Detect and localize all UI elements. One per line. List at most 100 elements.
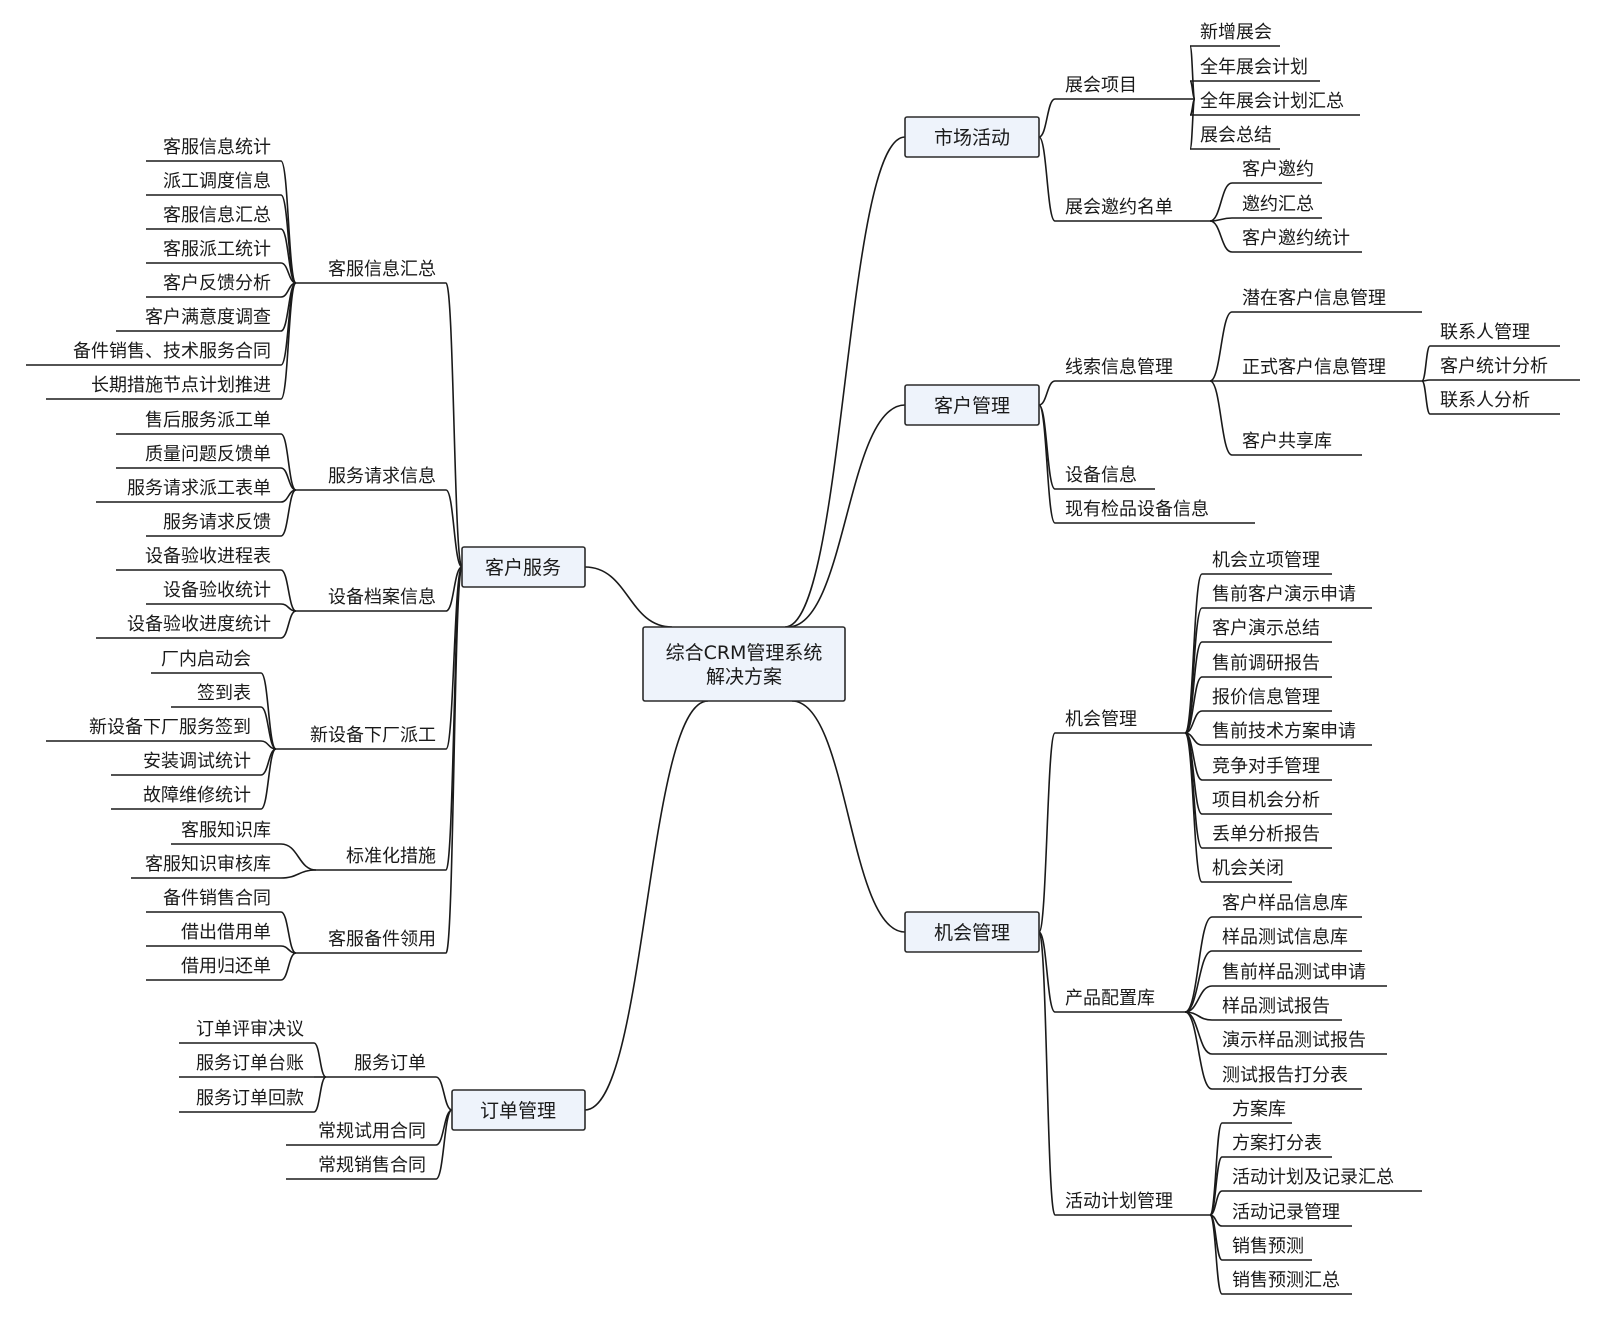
- topic-service-group[interactable]: 标准化措施: [316, 846, 446, 871]
- topic-leaf[interactable]: 服务请求派工表单: [96, 478, 281, 503]
- topic-leaf[interactable]: 机会关闭: [1202, 858, 1292, 883]
- topic-leaf[interactable]: 备件销售、技术服务合同: [26, 341, 281, 366]
- topic-leaf[interactable]: 客户演示总结: [1202, 618, 1332, 643]
- topic-order-group[interactable]: 常规试用合同: [286, 1121, 436, 1146]
- topic-leaf-label: 客服信息统计: [163, 137, 271, 158]
- topic-leaf[interactable]: 邀约汇总: [1232, 194, 1322, 219]
- topic-leaf[interactable]: 样品测试信息库: [1212, 927, 1362, 952]
- topic-leaf[interactable]: 方案打分表: [1222, 1133, 1332, 1158]
- topic-equipment-info[interactable]: 设备信息: [1055, 465, 1155, 490]
- topic-leaf[interactable]: 机会立项管理: [1202, 550, 1332, 575]
- branch-market-activities[interactable]: 市场活动: [904, 116, 1040, 158]
- topic-leaf[interactable]: 销售预测: [1222, 1236, 1312, 1261]
- topic-service-group[interactable]: 客服备件领用: [296, 929, 446, 954]
- topic-opportunity-group[interactable]: 产品配置库: [1055, 988, 1185, 1013]
- topic-leaf[interactable]: 客服知识审核库: [131, 854, 281, 879]
- topic-inspection-equipment-label: 现有检品设备信息: [1065, 499, 1209, 520]
- topic-leaf[interactable]: 客户邀约: [1232, 159, 1322, 184]
- topic-leaf[interactable]: 客户统计分析: [1430, 356, 1580, 381]
- topic-leaf[interactable]: 订单评审决议: [179, 1019, 314, 1044]
- topic-leaf[interactable]: 签到表: [171, 683, 261, 708]
- topic-leaf[interactable]: 厂内启动会: [151, 649, 261, 674]
- topic-leaf[interactable]: 客户邀约统计: [1232, 228, 1362, 253]
- topic-leaf[interactable]: 设备验收统计: [146, 580, 281, 605]
- topic-leaf[interactable]: 设备验收进程表: [116, 546, 281, 571]
- topic-leaf[interactable]: 备件销售合同: [146, 888, 281, 913]
- topic-exhibition-invitations-label: 展会邀约名单: [1065, 197, 1173, 218]
- branch-order-management[interactable]: 订单管理: [451, 1089, 586, 1131]
- connector-line: [280, 610, 297, 639]
- topic-leaf[interactable]: 测试报告打分表: [1212, 1065, 1362, 1090]
- topic-leaf[interactable]: 全年展会计划: [1190, 57, 1320, 82]
- topic-leaf[interactable]: 客户反馈分析: [146, 273, 281, 298]
- topic-leaf[interactable]: 售前调研报告: [1202, 653, 1332, 678]
- topic-exhibition-projects[interactable]: 展会项目: [1055, 75, 1195, 100]
- topic-leaf[interactable]: 联系人分析: [1430, 390, 1560, 415]
- topic-leaf[interactable]: 潜在客户信息管理: [1232, 288, 1422, 313]
- topic-service-group[interactable]: 新设备下厂派工: [276, 725, 446, 750]
- topic-leaf[interactable]: 报价信息管理: [1202, 687, 1332, 712]
- topic-leaf[interactable]: 客服派工统计: [146, 239, 281, 264]
- topic-leaf[interactable]: 售前样品测试申请: [1212, 962, 1387, 987]
- topic-leaf[interactable]: 方案库: [1222, 1099, 1292, 1124]
- topic-exhibition-invitations[interactable]: 展会邀约名单: [1055, 197, 1210, 222]
- topic-leaf[interactable]: 新设备下厂服务签到: [46, 717, 261, 742]
- topic-leaf[interactable]: 丢单分析报告: [1202, 824, 1332, 849]
- topic-leaf[interactable]: 设备验收进度统计: [96, 614, 281, 639]
- topic-leaf[interactable]: 借用归还单: [146, 956, 281, 981]
- topic-leaf[interactable]: 售前技术方案申请: [1202, 721, 1372, 746]
- topic-leaf-label: 客服知识审核库: [145, 854, 271, 875]
- topic-leaf-label: 客户样品信息库: [1222, 893, 1348, 914]
- topic-leaf[interactable]: 故障维修统计: [111, 785, 261, 810]
- topic-leaf-label: 故障维修统计: [143, 785, 251, 806]
- branch-opportunity-management[interactable]: 机会管理: [904, 911, 1040, 953]
- topic-inspection-equipment[interactable]: 现有检品设备信息: [1055, 499, 1255, 524]
- connector-line: [1209, 1214, 1223, 1295]
- connector-line: [313, 1042, 327, 1078]
- connector-line: [280, 194, 297, 284]
- topic-leaf[interactable]: 客服信息统计: [146, 137, 281, 162]
- root-node[interactable]: 综合CRM管理系统 解决方案: [642, 626, 846, 702]
- topic-leaf-label: 活动记录管理: [1232, 1202, 1340, 1223]
- topic-leaf[interactable]: 演示样品测试报告: [1212, 1030, 1387, 1055]
- topic-leaf[interactable]: 项目机会分析: [1202, 790, 1332, 815]
- branch-customer-service[interactable]: 客户服务: [461, 546, 586, 588]
- topic-lead-management[interactable]: 线索信息管理: [1055, 357, 1210, 382]
- topic-leaf[interactable]: 活动计划及记录汇总: [1222, 1167, 1422, 1192]
- topic-opportunity-group[interactable]: 活动计划管理: [1055, 1191, 1210, 1216]
- topic-leaf[interactable]: 正式客户信息管理: [1232, 357, 1422, 382]
- topic-leaf[interactable]: 客户样品信息库: [1212, 893, 1362, 918]
- topic-leaf[interactable]: 借出借用单: [146, 922, 281, 947]
- topic-leaf[interactable]: 服务请求反馈: [146, 512, 281, 537]
- topic-opportunity-group[interactable]: 机会管理: [1055, 709, 1185, 734]
- topic-order-group[interactable]: 服务订单: [326, 1053, 436, 1078]
- topic-leaf[interactable]: 售前客户演示申请: [1202, 584, 1372, 609]
- topic-leaf-label: 丢单分析报告: [1212, 824, 1320, 845]
- topic-leaf[interactable]: 长期措施节点计划推进: [46, 375, 281, 400]
- topic-leaf[interactable]: 客服信息汇总: [146, 205, 281, 230]
- topic-leaf[interactable]: 质量问题反馈单: [116, 444, 281, 469]
- topic-leaf[interactable]: 服务订单回款: [179, 1088, 314, 1113]
- topic-leaf[interactable]: 派工调度信息: [146, 171, 281, 196]
- topic-leaf[interactable]: 活动记录管理: [1222, 1202, 1352, 1227]
- topic-leaf[interactable]: 样品测试报告: [1212, 996, 1342, 1021]
- topic-leaf[interactable]: 安装调试统计: [111, 751, 261, 776]
- branch-customer-management[interactable]: 客户管理: [904, 384, 1040, 426]
- topic-leaf[interactable]: 客服知识库: [171, 820, 281, 845]
- topic-leaf[interactable]: 新增展会: [1190, 22, 1280, 47]
- topic-order-group[interactable]: 常规销售合同: [286, 1155, 436, 1180]
- topic-leaf[interactable]: 客户共享库: [1232, 431, 1362, 456]
- topic-leaf[interactable]: 竞争对手管理: [1202, 756, 1332, 781]
- topic-leaf[interactable]: 展会总结: [1190, 125, 1280, 150]
- topic-leaf[interactable]: 服务订单台账: [179, 1053, 314, 1078]
- topic-opportunity-group-label: 产品配置库: [1065, 988, 1155, 1009]
- branch-label: 客户服务: [485, 557, 561, 579]
- topic-leaf[interactable]: 销售预测汇总: [1222, 1270, 1352, 1295]
- topic-service-group[interactable]: 客服信息汇总: [296, 259, 446, 284]
- topic-service-group[interactable]: 服务请求信息: [296, 466, 446, 491]
- topic-leaf[interactable]: 联系人管理: [1430, 322, 1560, 347]
- topic-service-group[interactable]: 设备档案信息: [296, 587, 446, 612]
- topic-leaf[interactable]: 全年展会计划汇总: [1190, 91, 1360, 116]
- topic-leaf[interactable]: 售后服务派工单: [116, 410, 281, 435]
- topic-leaf[interactable]: 客户满意度调查: [116, 307, 281, 332]
